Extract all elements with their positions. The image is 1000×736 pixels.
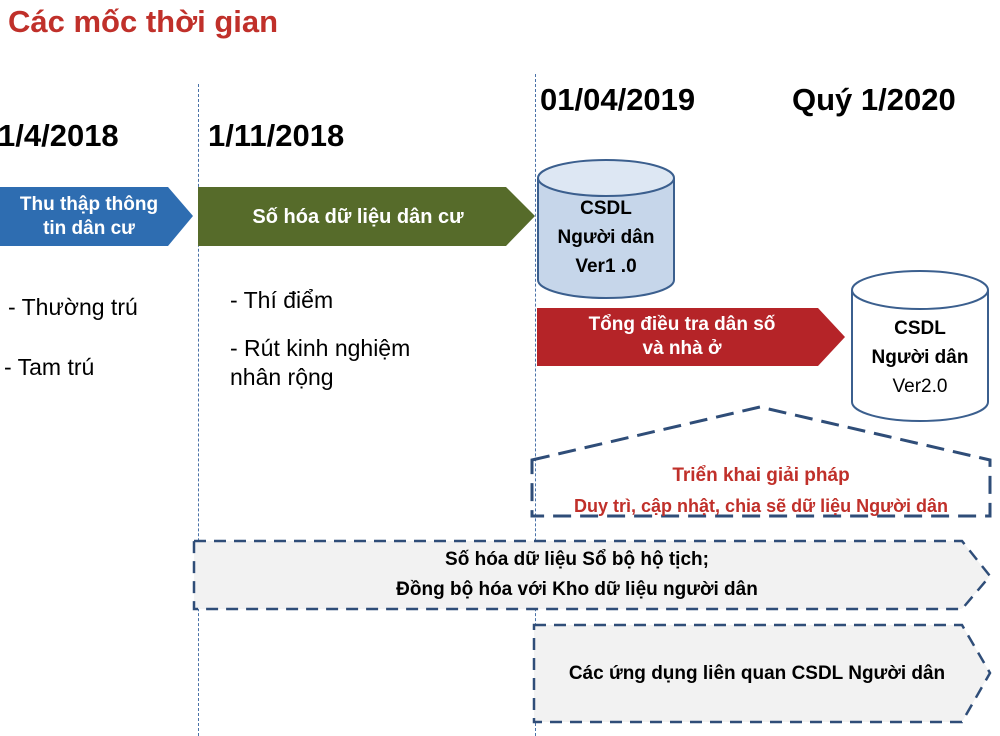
note-lessons-line1: - Rút kinh nghiệm xyxy=(230,335,411,361)
timeline-divider-2019-04 xyxy=(535,74,536,736)
digitize-arrow-shape xyxy=(198,187,535,246)
deploy-label: Triển khai giải pháp Duy trì, cập nhật, … xyxy=(532,461,990,521)
apps-label: Các ứng dụng liên quan CSDL Người dân xyxy=(568,663,946,684)
civil-registry-line2: Đồng bộ hóa với Kho dữ liệu người dân xyxy=(396,579,758,600)
civil-registry-label: Số hóa dữ liệu Sổ bộ hộ tịch; Đồng bộ hó… xyxy=(194,543,960,607)
deploy-line1: Triển khai giải pháp xyxy=(672,465,850,486)
deploy-shape xyxy=(530,405,992,518)
note-lessons-line2: nhân rộng xyxy=(230,364,334,390)
database-v2-line1: CSDL xyxy=(894,317,946,339)
database-v2-label: CSDL Người dân Ver2.0 xyxy=(852,312,988,402)
database-v1-line1: CSDL xyxy=(580,197,632,219)
date-label-2018-11: 1/11/2018 xyxy=(208,118,345,153)
collect-arrow-line1: Thu thập thông xyxy=(19,193,159,215)
note-temporary: - Tam trú xyxy=(4,354,95,380)
note-permanent: - Thường trú xyxy=(8,294,138,320)
database-v1-line3: Ver1 .0 xyxy=(575,255,637,277)
database-v2-line3: Ver2.0 xyxy=(892,375,948,397)
database-v1-line2: Người dân xyxy=(557,226,655,248)
database-v2-cylinder xyxy=(851,270,989,422)
database-v1-label: CSDL Người dân Ver1 .0 xyxy=(538,192,674,282)
census-arrow-label: Tổng điều tra dân số và nhà ở xyxy=(537,308,827,366)
census-arrow-line2: và nhà ở xyxy=(642,338,722,359)
database-v2-line2: Người dân xyxy=(871,346,969,368)
note-pilot: - Thí điểm xyxy=(230,287,334,313)
census-arrow-line1: Tổng điều tra dân số xyxy=(588,314,776,335)
civil-registry-shape xyxy=(192,539,992,611)
database-v1-cylinder xyxy=(537,159,675,299)
collect-arrow-shape xyxy=(0,187,193,246)
collect-arrow-line2: tin dân cư xyxy=(43,217,135,239)
apps-shape xyxy=(532,623,992,724)
date-label-2018-04: 1/4/2018 xyxy=(0,118,119,153)
date-label-2019-04: 01/04/2019 xyxy=(540,82,696,117)
civil-registry-line1: Số hóa dữ liệu Sổ bộ hộ tịch; xyxy=(445,549,709,570)
digitize-arrow-label: Số hóa dữ liệu dân cư xyxy=(252,205,464,228)
collect-arrow-label: Thu thập thông tin dân cư xyxy=(0,187,178,246)
timeline-divider-2018-11 xyxy=(198,84,199,736)
census-arrow-shape xyxy=(537,308,845,366)
date-label-2020-q1: Quý 1/2020 xyxy=(792,82,956,117)
deploy-line2: Duy trì, cập nhật, chia sẽ dữ liệu Người… xyxy=(574,496,948,516)
page-title: Các mốc thời gian xyxy=(8,4,279,39)
